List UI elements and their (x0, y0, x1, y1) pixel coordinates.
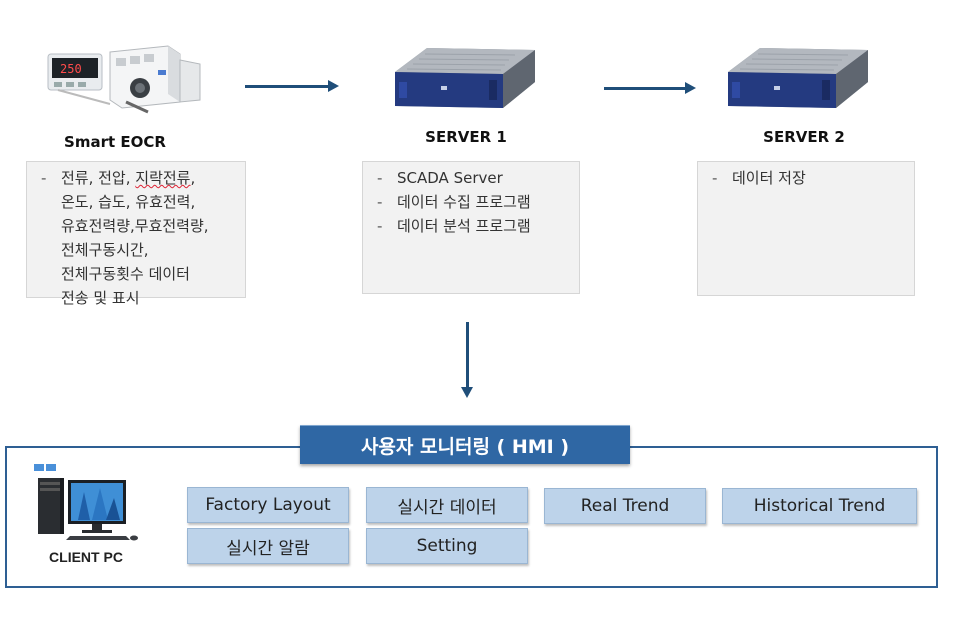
eocr-info-line: 유효전력량,무효전력량, (61, 217, 209, 235)
server1-info-item: 데이터 수집 프로그램 (371, 190, 571, 214)
client-pc-label: CLIENT PC (49, 549, 123, 565)
eocr-info-line: 온도, 습도, 유효전력, (61, 193, 196, 211)
server2-info-item: 데이터 저장 (706, 166, 906, 190)
eocr-info-underlined: 지락전류 (135, 169, 191, 187)
historical-trend-button[interactable]: Historical Trend (722, 488, 917, 524)
eocr-title: Smart EOCR (64, 133, 166, 151)
server-rack-icon (728, 48, 868, 108)
eocr-info-line: 전류, 전압, 지락전류, (35, 166, 237, 190)
eocr-info-line: 전체구동시간, (61, 241, 149, 259)
eocr-display-value: 250 (60, 62, 82, 76)
factory-layout-button[interactable]: Factory Layout (187, 487, 349, 523)
eocr-info-line: 전송 및 표시 (61, 289, 140, 307)
realtime-alarm-button[interactable]: 실시간 알람 (187, 528, 349, 564)
arrow-server1-to-server2 (604, 82, 696, 94)
server2-info-box: 데이터 저장 (697, 161, 915, 296)
eocr-info-box: 전류, 전압, 지락전류, 온도, 습도, 유효전력, 유효전력량,무효전력량,… (26, 161, 246, 307)
arrow-eocr-to-server1 (245, 80, 339, 92)
server1-info-item: SCADA Server (371, 166, 571, 190)
arrow-server1-to-hmi (461, 322, 473, 398)
client-pc-icon (34, 464, 138, 541)
real-trend-button[interactable]: Real Trend (544, 488, 706, 524)
eocr-info-line: 전체구동횟수 데이터 (61, 265, 190, 283)
setting-button[interactable]: Setting (366, 528, 528, 564)
server1-info-box: SCADA Server 데이터 수집 프로그램 데이터 분석 프로그램 (362, 161, 580, 294)
server1-title: SERVER 1 (425, 128, 507, 146)
server1-info-item: 데이터 분석 프로그램 (371, 214, 571, 238)
server2-title: SERVER 2 (763, 128, 845, 146)
eocr-device-icon: 250 (47, 45, 201, 114)
hmi-title-banner: 사용자 모니터링 ( HMI ) (300, 425, 630, 464)
server-rack-icon (395, 48, 535, 108)
realtime-data-button[interactable]: 실시간 데이터 (366, 487, 528, 523)
